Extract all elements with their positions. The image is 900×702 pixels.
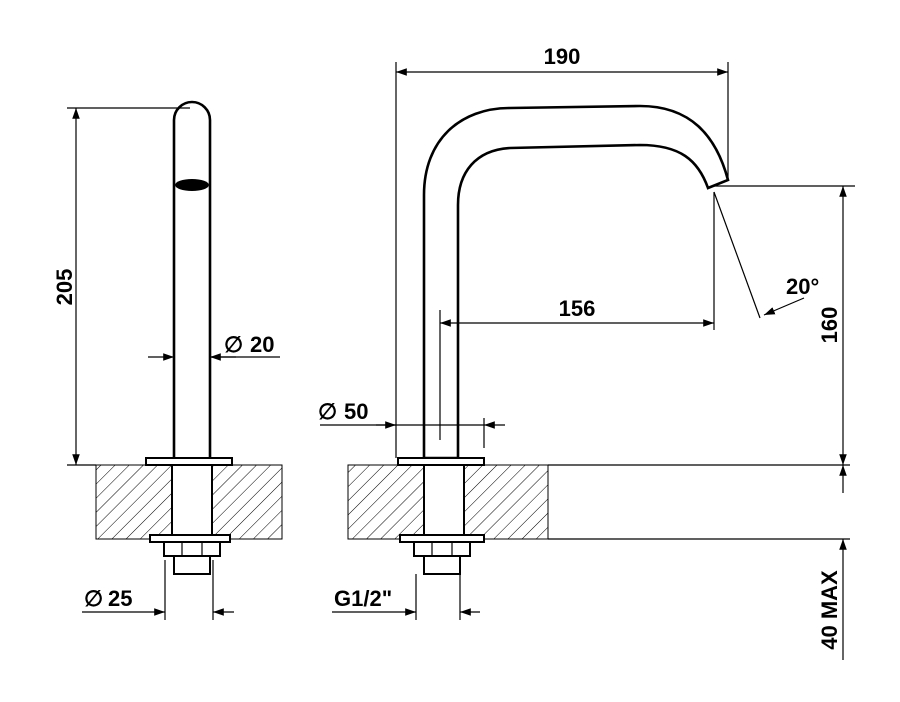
side-tube-diameter-symbol: ∅ [224,332,243,357]
front-threaded-end [423,555,461,575]
side-tube-diameter-label: 20 [250,332,274,357]
side-tube [172,100,212,458]
side-aerator-icon [175,179,209,191]
side-nut [149,534,231,543]
front-reach-label: 156 [559,296,596,321]
front-max-thickness-label: 40 MAX [817,570,842,650]
side-base-diameter-label: 25 [108,586,132,611]
front-spout [422,104,730,460]
front-locknut [413,541,471,557]
side-view: 205 ∅ 20 ∅ 25 [52,100,283,620]
side-flange [145,457,233,466]
front-spout-height-label: 160 [817,307,842,344]
front-nut [399,534,485,543]
side-shank [171,464,213,538]
side-base-diameter-symbol: ∅ [84,586,103,611]
front-shank [423,464,465,538]
side-locknut [163,541,221,557]
front-total-reach-label: 190 [544,44,581,69]
front-thread-label: G1/2" [334,586,392,611]
front-flange-diameter-label: 50 [344,399,368,424]
front-angle-label: 20° [786,274,819,299]
front-flange-diameter-symbol: ∅ [318,399,337,424]
side-height-label: 205 [52,269,77,306]
side-threaded-end [173,555,211,575]
front-view: 190 156 20° 160 40 MAX ∅ 50 G1/2" [318,44,855,660]
front-flange [397,457,485,466]
